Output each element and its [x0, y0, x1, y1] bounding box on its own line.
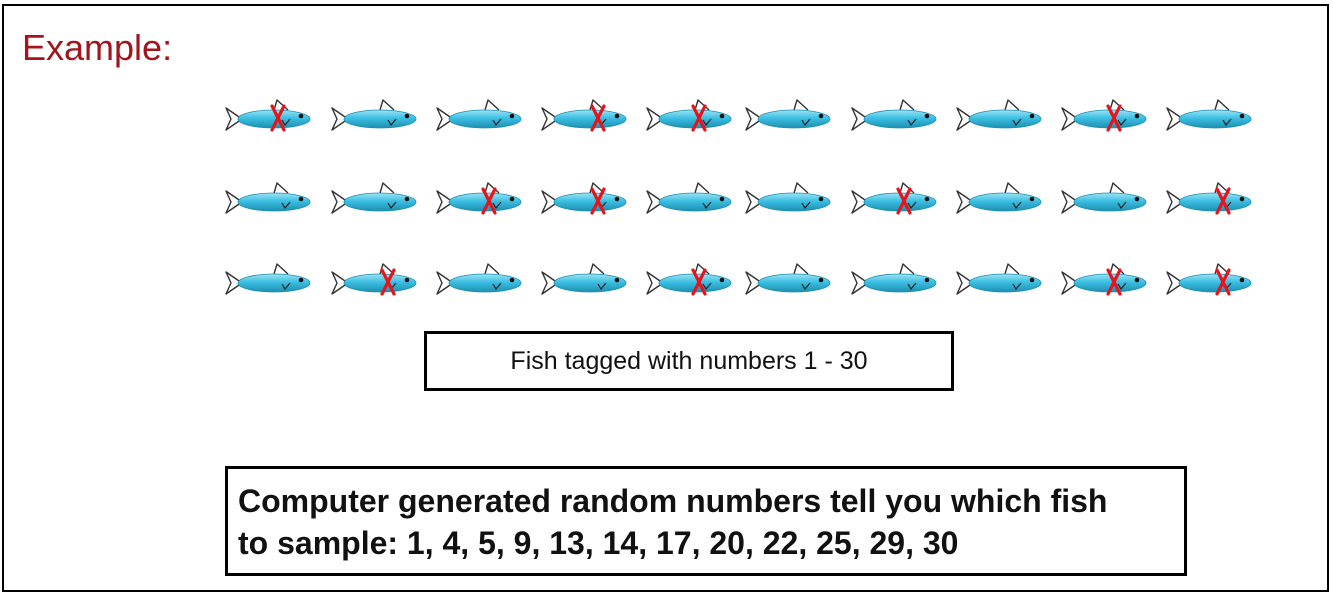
tag-mark-icon: [481, 187, 497, 215]
tag-mark-icon: [270, 104, 286, 132]
tag-mark-icon: [380, 268, 396, 296]
fish-icon: [222, 258, 312, 304]
fish-icon-tagged: [1058, 94, 1148, 140]
fish-icon: [742, 177, 832, 223]
tag-mark-icon: [590, 104, 606, 132]
fish-icon-tagged: [1163, 258, 1253, 304]
tag-mark-icon: [590, 187, 606, 215]
tag-mark-icon: [1215, 268, 1231, 296]
fish-icon-tagged: [1163, 177, 1253, 223]
fish-icon: [953, 94, 1043, 140]
fish-grid: [222, 94, 1253, 304]
fish-icon: [742, 94, 832, 140]
tag-mark-icon: [691, 104, 707, 132]
tag-mark-icon: [1215, 187, 1231, 215]
slide-title: Example:: [22, 27, 173, 68]
tag-mark-icon: [691, 268, 707, 296]
fish-icon: [643, 177, 733, 223]
tag-mark-icon: [1106, 268, 1122, 296]
tag-mark-icon: [896, 187, 912, 215]
tag-mark-icon: [1106, 104, 1122, 132]
fish-icon: [328, 94, 418, 140]
sample-instruction-line-2: to sample: 1, 4, 5, 9, 13, 14, 17, 20, 2…: [238, 524, 959, 561]
fish-icon: [433, 94, 523, 140]
fish-label-box: Fish tagged with numbers 1 - 30: [424, 331, 954, 391]
fish-icon: [1163, 94, 1253, 140]
fish-icon: [222, 177, 312, 223]
fish-icon: [848, 94, 938, 140]
fish-icon: [328, 177, 418, 223]
fish-icon-tagged: [222, 94, 312, 140]
fish-icon-tagged: [643, 258, 733, 304]
fish-icon: [433, 258, 523, 304]
fish-icon: [953, 177, 1043, 223]
fish-icon: [953, 258, 1043, 304]
sample-instruction-line-1: Computer generated random numbers tell y…: [238, 483, 1108, 519]
fish-label-text: Fish tagged with numbers 1 - 30: [510, 346, 868, 375]
fish-icon: [1058, 177, 1148, 223]
fish-icon-tagged: [538, 94, 628, 140]
fish-icon-tagged: [848, 177, 938, 223]
fish-icon: [538, 258, 628, 304]
fish-icon-tagged: [1058, 258, 1148, 304]
fish-icon-tagged: [538, 177, 628, 223]
fish-icon-tagged: [328, 258, 418, 304]
fish-icon: [742, 258, 832, 304]
fish-icon-tagged: [433, 177, 523, 223]
sample-instruction-box: Computer generated random numbers tell y…: [225, 466, 1187, 576]
fish-icon: [848, 258, 938, 304]
fish-icon-tagged: [643, 94, 733, 140]
slide-frame: [2, 4, 1329, 592]
